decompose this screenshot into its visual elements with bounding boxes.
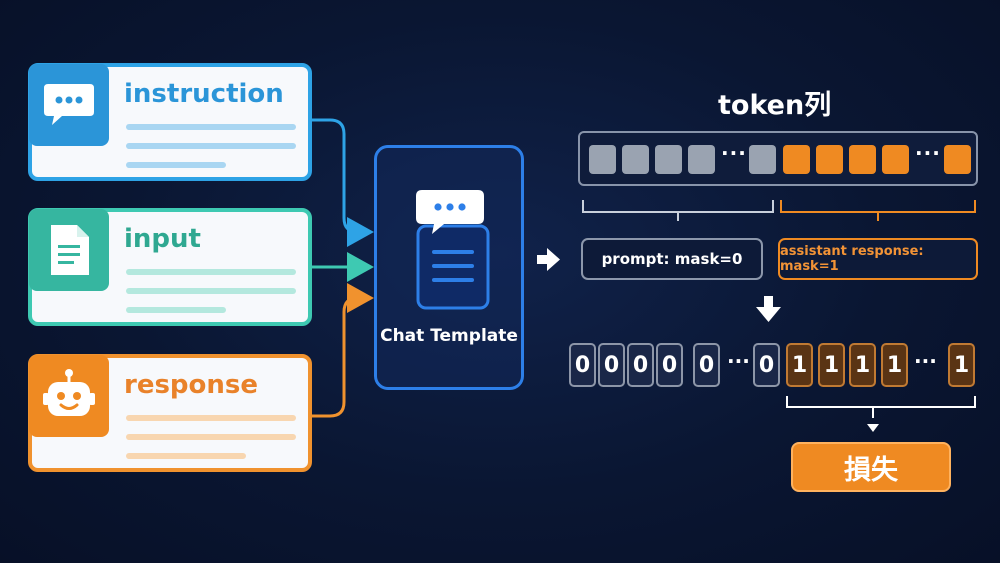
mask-zero-cell: 0 xyxy=(598,343,625,387)
response-token xyxy=(944,145,971,174)
response-token xyxy=(783,145,810,174)
small-down-arrow-icon xyxy=(867,424,879,432)
text-line xyxy=(126,453,246,459)
text-line xyxy=(126,124,296,130)
right-arrow-icon xyxy=(537,248,560,271)
text-line xyxy=(126,162,226,168)
text-line xyxy=(126,415,296,421)
input-title: input xyxy=(124,224,201,254)
prompt-brace xyxy=(582,200,774,221)
document-icon xyxy=(29,209,109,291)
prompt-token xyxy=(622,145,649,174)
response-token xyxy=(816,145,843,174)
loss-box: 損失 xyxy=(791,442,951,492)
response-card: response xyxy=(28,354,312,472)
mask-one-cell: 1 xyxy=(786,343,813,387)
chat-template-label: Chat Template xyxy=(380,326,518,346)
text-line xyxy=(126,143,296,149)
text-line xyxy=(126,269,296,275)
response-title: response xyxy=(124,370,259,400)
mask-one-cell: 1 xyxy=(849,343,876,387)
mask-ellipsis: ··· xyxy=(727,349,750,373)
token-sequence-title: token列 xyxy=(718,90,832,121)
response-connector xyxy=(312,283,374,418)
prompt-token xyxy=(749,145,776,174)
instruction-card: instruction xyxy=(28,63,312,181)
token-ellipsis: ··· xyxy=(721,141,747,165)
text-line xyxy=(126,307,226,313)
down-arrow-icon xyxy=(756,296,781,322)
instruction-title: instruction xyxy=(124,79,284,109)
mask-one-cell: 1 xyxy=(881,343,908,387)
token-sequence-strip: ··· ··· xyxy=(578,131,978,186)
assistant-brace xyxy=(780,200,976,221)
chat-document-icon xyxy=(416,190,490,310)
prompt-token xyxy=(589,145,616,174)
mask-zero-cell: 0 xyxy=(693,343,720,387)
response-token xyxy=(882,145,909,174)
mask-ellipsis: ··· xyxy=(914,349,937,373)
chat-template-box: Chat Template xyxy=(374,145,524,390)
response-token xyxy=(849,145,876,174)
mask-zero-cell: 0 xyxy=(753,343,780,387)
mask-one-cell: 1 xyxy=(948,343,975,387)
prompt-mask-label: prompt: mask=0 xyxy=(581,238,763,280)
text-line xyxy=(126,434,296,440)
robot-icon xyxy=(29,355,109,437)
mask-one-cell: 1 xyxy=(818,343,845,387)
input-card: input xyxy=(28,208,312,326)
instruction-connector xyxy=(312,118,374,247)
mask-zero-cell: 0 xyxy=(627,343,654,387)
mask-zero-cell: 0 xyxy=(569,343,596,387)
text-line xyxy=(126,288,296,294)
mask-sequence-strip: 0 0 0 0 0 ··· 0 1 1 1 1 ··· 1 xyxy=(566,343,979,389)
chat-bubble-icon xyxy=(29,64,109,146)
prompt-token xyxy=(655,145,682,174)
ones-brace xyxy=(786,396,976,418)
mask-zero-cell: 0 xyxy=(656,343,683,387)
prompt-token xyxy=(688,145,715,174)
assistant-mask-label: assistant response: mask=1 xyxy=(778,238,978,280)
token-ellipsis: ··· xyxy=(915,141,941,165)
